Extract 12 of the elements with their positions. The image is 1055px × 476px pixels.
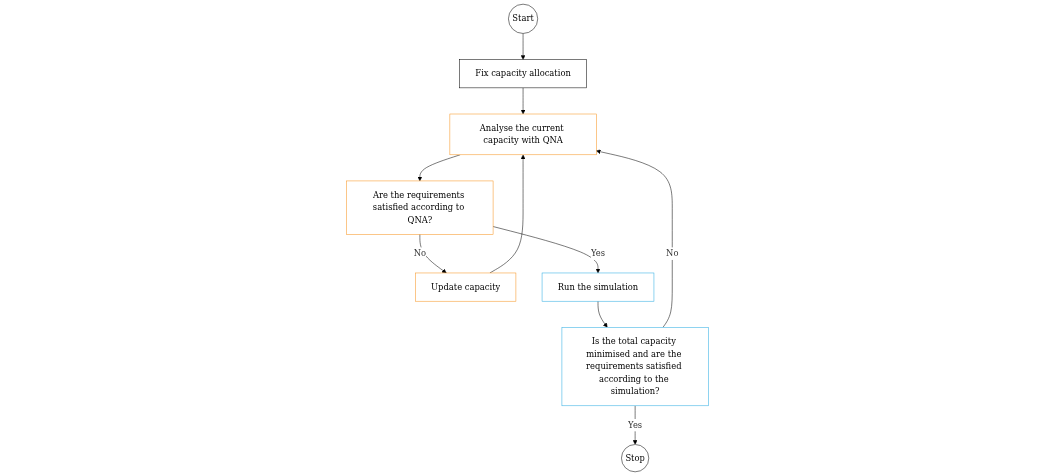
node-box: Is the total capacity minimised and are the requirements satisfied according to the simulation? xyxy=(561,327,709,407)
node-box: Analyse the current capacity with QNA xyxy=(449,113,597,156)
edge-label: Yes xyxy=(628,419,643,430)
node-box: Are the requirements satisfied according to QNA? xyxy=(346,180,494,235)
node-box: Update capacity xyxy=(415,272,517,302)
edge-label: No xyxy=(413,248,427,259)
node-box: Fix capacity allocation xyxy=(459,59,587,89)
edge-label: No xyxy=(666,248,679,259)
node-box: Run the simulation xyxy=(541,272,655,302)
edge-label: Yes xyxy=(590,248,606,259)
node-circle: Start xyxy=(508,3,538,34)
node-circle: Stop xyxy=(621,444,650,473)
